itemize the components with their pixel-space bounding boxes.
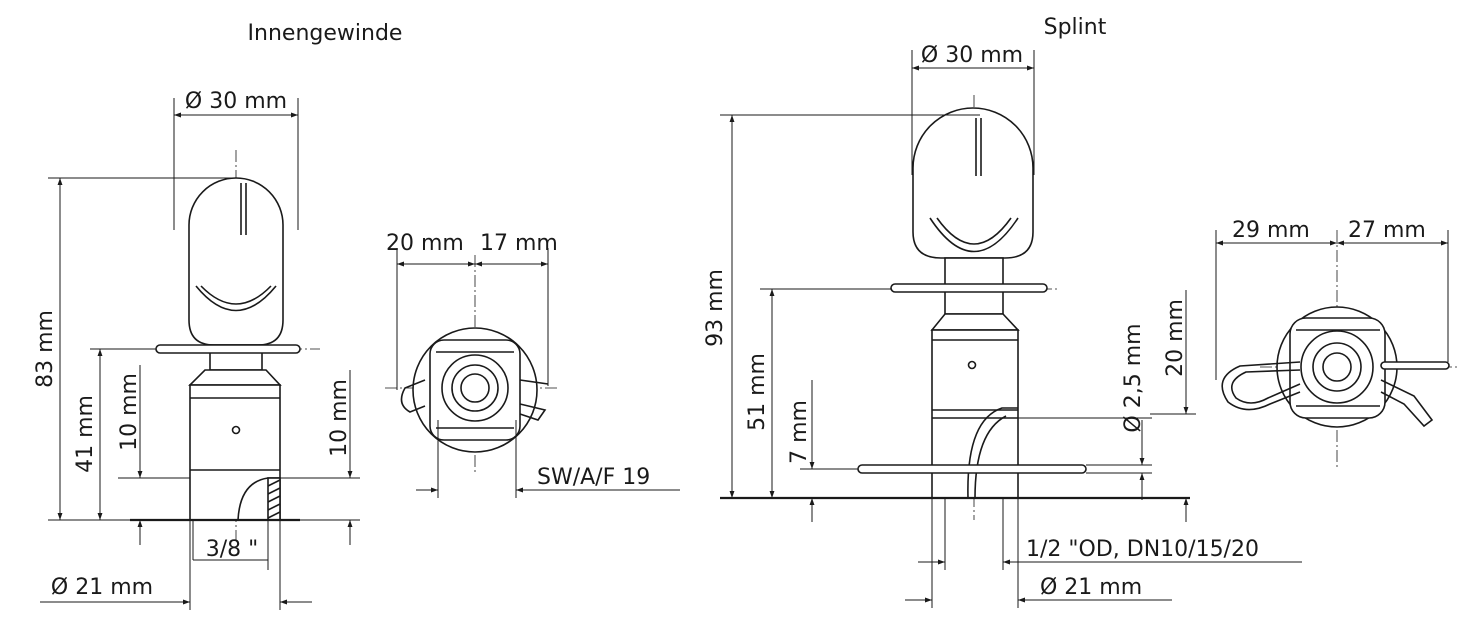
retaining-clip [400,379,426,413]
lever-arm [519,403,547,421]
split-pin [1380,361,1450,370]
housing [189,384,281,521]
right-end-view: 29 mm 27 mm 20 mm [1150,218,1460,522]
housing-top [930,313,1020,331]
dim-h10a-label: 10 mm [117,373,142,451]
split-pin-loop [1230,369,1301,404]
bore-outer [1300,330,1374,404]
dim-h20-label: 20 mm [1163,299,1188,377]
left-side-view: Innengewinde Ø 30 mm [33,21,402,610]
dim-h10b-label: 10 mm [327,379,352,457]
split-pin [857,464,1087,474]
dim-dia30-label: Ø 30 mm [921,43,1023,68]
dim-dia21-label: Ø 21 mm [1040,575,1142,600]
dim-h93-label: 93 mm [703,269,728,347]
bore-core [460,373,490,403]
handle-body [912,107,1034,259]
handle-grip [195,285,277,312]
cross-pin [155,344,301,354]
dim-w20-label: 20 mm [386,231,464,256]
handle-grip [936,217,1012,245]
housing-top [188,369,282,386]
lever-arm [519,379,549,385]
handle-grip [200,285,272,305]
dim-h7-label: 7 mm [787,400,812,464]
dim-dia30-label: Ø 30 mm [185,89,287,114]
left-view-title: Innengewinde [248,21,403,46]
bore-core [1322,352,1352,382]
cross-pin [890,283,1048,293]
dim-h51-label: 51 mm [745,353,770,431]
right-side-view: Splint Ø 30 mm 93 mm [703,15,1302,608]
bore-inner [451,364,499,412]
dim-thread-label: 3/8 " [206,537,259,562]
dim-w17-label: 17 mm [480,231,558,256]
dim-w29-label: 29 mm [1232,218,1310,243]
right-view-title: Splint [1044,15,1107,40]
dim-h83-label: 83 mm [33,310,58,388]
dim-dia21-label: Ø 21 mm [51,575,153,600]
dim-w27-label: 27 mm [1348,218,1426,243]
split-pin-loop [1221,361,1301,411]
left-end-view: 20 mm 17 mm SW/A/F 19 [385,231,680,498]
handle-body [188,177,284,346]
vent-hole [231,425,241,435]
vent-hole [967,360,977,370]
bore-inner [1312,342,1362,392]
dim-tube-label: 1/2 "OD, DN10/15/20 [1026,537,1259,562]
handle-grip [929,217,1019,253]
dim-pin-label: Ø 2,5 mm [1121,323,1146,432]
dim-sw-label: SW/A/F 19 [537,465,650,490]
split-pin-leg [1380,379,1434,428]
dim-h41-label: 41 mm [73,395,98,473]
housing-cutaway [967,407,1018,499]
